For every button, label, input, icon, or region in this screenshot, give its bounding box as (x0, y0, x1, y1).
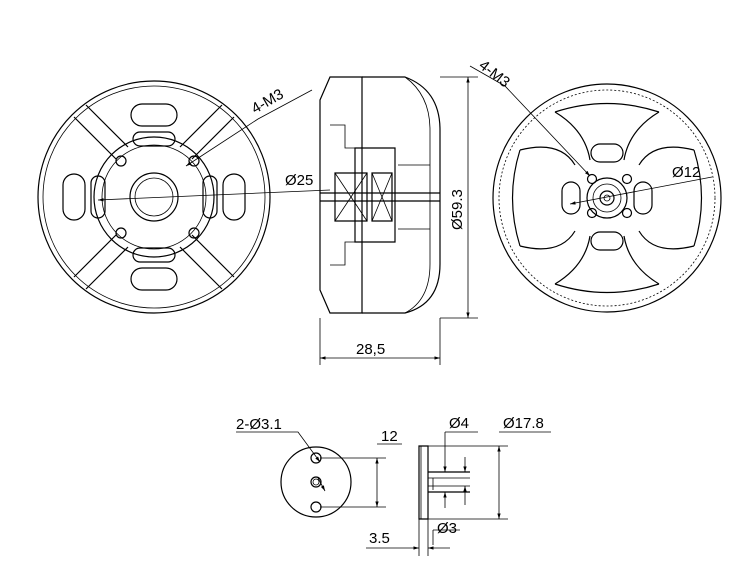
shaft-bore-label: Ø3 (437, 520, 457, 537)
rear-outer-rim (492, 83, 722, 313)
side-view: Ø59.3 28,5 (319, 76, 478, 365)
adapter-front-view: 2-Ø3.1 12 (236, 416, 402, 518)
adapter-center-hole (310, 476, 322, 488)
side-shaft (320, 192, 440, 202)
front-cooling-slots (62, 103, 246, 291)
front-mount-holes (115, 155, 200, 239)
front-dia-leader (97, 189, 331, 202)
front-view: 4-M3 Ø25 (37, 80, 331, 314)
adapter-side-view: Ø4 Ø17.8 Ø3 3.5 (366, 415, 551, 556)
front-inner-rim (42, 85, 266, 309)
adapter-holes-leader (236, 431, 321, 463)
adapter-hole-bottom (310, 501, 322, 513)
side-stator-body (319, 76, 363, 314)
rear-slots (561, 143, 653, 251)
rear-hub (586, 177, 628, 219)
side-dia-label: Ø59.3 (449, 189, 466, 230)
adapter-shaft (428, 471, 470, 493)
adapter-outer-dia-label: Ø17.8 (503, 415, 544, 432)
front-holes-label: 4-M3 (249, 86, 287, 118)
rear-holes-leader (469, 65, 591, 177)
front-holes-leader (185, 89, 313, 167)
side-bell-inner (404, 76, 431, 314)
shaft-dia-label: Ø4 (449, 415, 469, 432)
rear-inner-rim (498, 89, 716, 307)
side-bell (362, 76, 441, 314)
front-spokes (73, 104, 235, 290)
front-outer-rim (37, 80, 271, 314)
rear-holes-label: 4-M3 (476, 57, 513, 91)
front-hub-ring (93, 136, 215, 258)
rear-dia-leader (569, 176, 713, 205)
adapter-spacing-label: 12 (381, 428, 398, 445)
front-dia-label: Ø25 (285, 172, 313, 189)
adapter-thickness-label: 3.5 (369, 530, 390, 547)
front-shaft-boss (129, 172, 179, 222)
adapter-disc (280, 446, 352, 518)
rear-dia-label: Ø12 (672, 164, 700, 181)
adapter-flange (418, 445, 429, 520)
rear-view: 4-M3 Ø12 (469, 57, 722, 313)
adapter-holes-label: 2-Ø3.1 (236, 416, 282, 433)
rear-arms (511, 102, 703, 294)
front-hub-ring-inner (101, 144, 207, 250)
rear-mount-holes (586, 173, 633, 219)
side-hub (354, 147, 396, 243)
side-width-label: 28,5 (356, 341, 385, 358)
